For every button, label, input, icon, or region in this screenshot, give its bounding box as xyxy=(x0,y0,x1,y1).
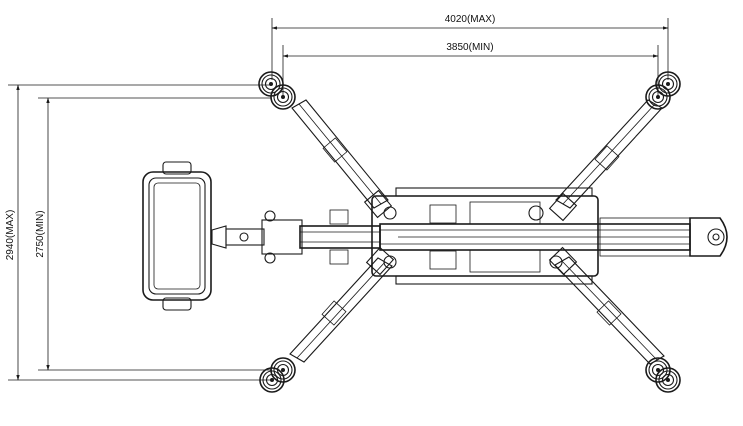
outrigger-rear-left xyxy=(259,246,395,393)
platform-basket xyxy=(142,161,212,311)
dimension-label-span-max: 4020(MAX) xyxy=(445,14,496,25)
dimension-depth-max xyxy=(8,84,270,381)
dimension-label-depth-min: 2750(MIN) xyxy=(35,210,46,257)
outrigger-front-right xyxy=(548,71,681,222)
outrigger-front-left xyxy=(258,71,393,219)
boom xyxy=(379,217,728,257)
outrigger-rear-right xyxy=(548,246,681,393)
dimension-label-span-min: 3850(MIN) xyxy=(446,42,493,53)
chassis xyxy=(371,187,599,285)
dimension-span-max xyxy=(271,18,669,80)
jib-arm xyxy=(211,209,381,265)
dimension-depth-min xyxy=(38,97,272,371)
dimension-label-depth-max: 2940(MAX) xyxy=(5,210,16,261)
